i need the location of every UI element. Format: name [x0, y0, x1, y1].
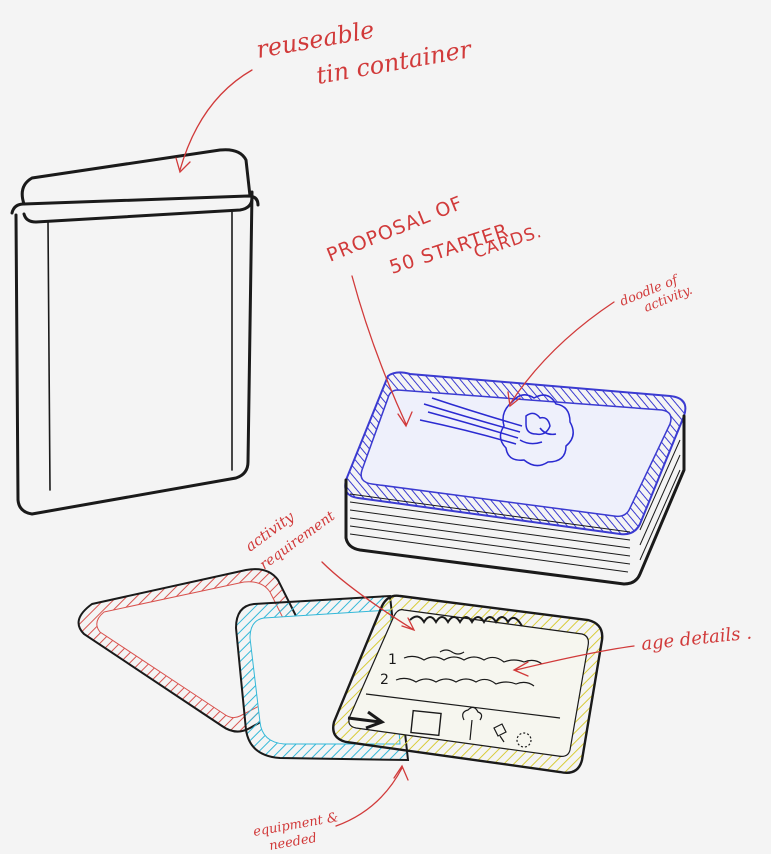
annotation-equipment: equipment & needed [252, 766, 408, 854]
card-number-2: 2 [380, 672, 389, 688]
age-label: age details . [640, 622, 753, 654]
card-deck [345, 372, 685, 584]
tin-container [12, 150, 258, 514]
card-number-1: 1 [388, 652, 397, 668]
